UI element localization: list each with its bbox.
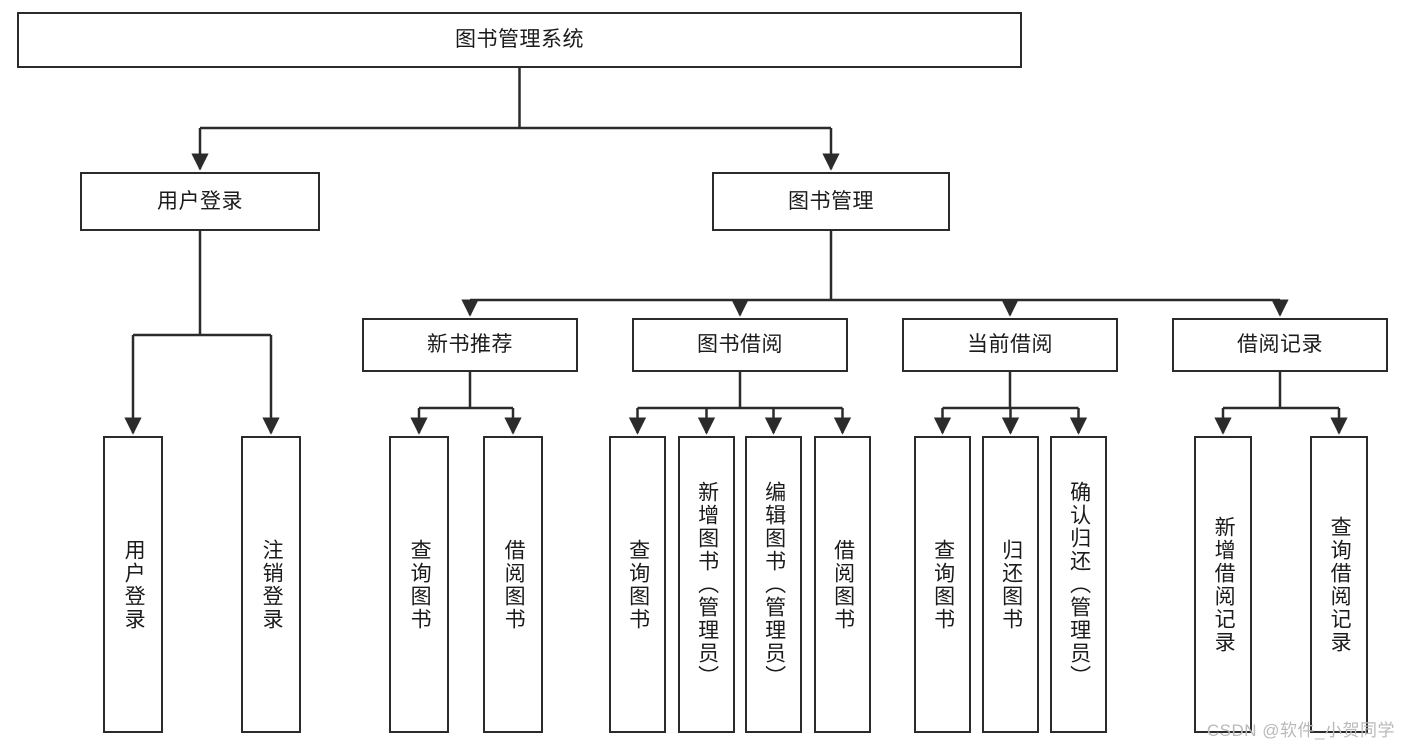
node-label: 借阅图书 <box>502 538 526 631</box>
node-label: 注销登录 <box>260 538 284 631</box>
node-label: 查询图书 <box>408 538 432 631</box>
node-current-borrow[interactable]: 当前借阅 <box>902 318 1118 372</box>
node-root[interactable]: 图书管理系统 <box>17 12 1022 68</box>
node-label: 查询图书 <box>931 538 955 631</box>
node-label: 借阅图书 <box>831 538 855 631</box>
node-borrow-record[interactable]: 借阅记录 <box>1172 318 1388 372</box>
node-label: 图书借阅 <box>697 333 783 357</box>
node-label: 查询借阅记录 <box>1328 515 1352 654</box>
node-leaf-return-book[interactable]: 归还图书 <box>982 436 1039 733</box>
node-leaf-add-borrow-record[interactable]: 新增借阅记录 <box>1194 436 1252 733</box>
node-label: 图书管理系统 <box>455 28 584 52</box>
node-leaf-query-book-rec[interactable]: 查询图书 <box>389 436 449 733</box>
node-label: 借阅记录 <box>1237 333 1323 357</box>
node-label: 新增借阅记录 <box>1212 515 1236 654</box>
node-label: 新增图书（管理员） <box>695 481 719 688</box>
csdn-watermark: CSDN @软件_小贺同学 <box>1206 721 1395 740</box>
node-label: 归还图书 <box>999 538 1023 631</box>
node-leaf-query-borrow-record[interactable]: 查询借阅记录 <box>1310 436 1368 733</box>
node-leaf-add-book-admin[interactable]: 新增图书（管理员） <box>678 436 735 733</box>
node-leaf-edit-book-admin[interactable]: 编辑图书（管理员） <box>745 436 802 733</box>
node-label: 确认归还（管理员） <box>1067 481 1091 688</box>
node-label: 图书管理 <box>788 189 874 213</box>
node-leaf-query-book-current[interactable]: 查询图书 <box>914 436 971 733</box>
node-leaf-borrow-book[interactable]: 借阅图书 <box>814 436 871 733</box>
node-leaf-query-book-borrow[interactable]: 查询图书 <box>609 436 666 733</box>
node-leaf-user-login[interactable]: 用户登录 <box>103 436 163 733</box>
node-label: 当前借阅 <box>967 333 1053 357</box>
node-label: 用户登录 <box>157 189 243 213</box>
node-new-book-recommend[interactable]: 新书推荐 <box>362 318 578 372</box>
node-label: 新书推荐 <box>427 333 513 357</box>
node-label: 用户登录 <box>122 538 146 631</box>
node-book-manage[interactable]: 图书管理 <box>712 172 950 231</box>
node-label: 编辑图书（管理员） <box>762 481 786 688</box>
node-leaf-logout[interactable]: 注销登录 <box>241 436 301 733</box>
node-leaf-borrow-book-rec[interactable]: 借阅图书 <box>483 436 543 733</box>
node-user-login[interactable]: 用户登录 <box>80 172 320 231</box>
node-label: 查询图书 <box>626 538 650 631</box>
node-leaf-confirm-return-admin[interactable]: 确认归还（管理员） <box>1050 436 1107 733</box>
node-book-borrow[interactable]: 图书借阅 <box>632 318 848 372</box>
